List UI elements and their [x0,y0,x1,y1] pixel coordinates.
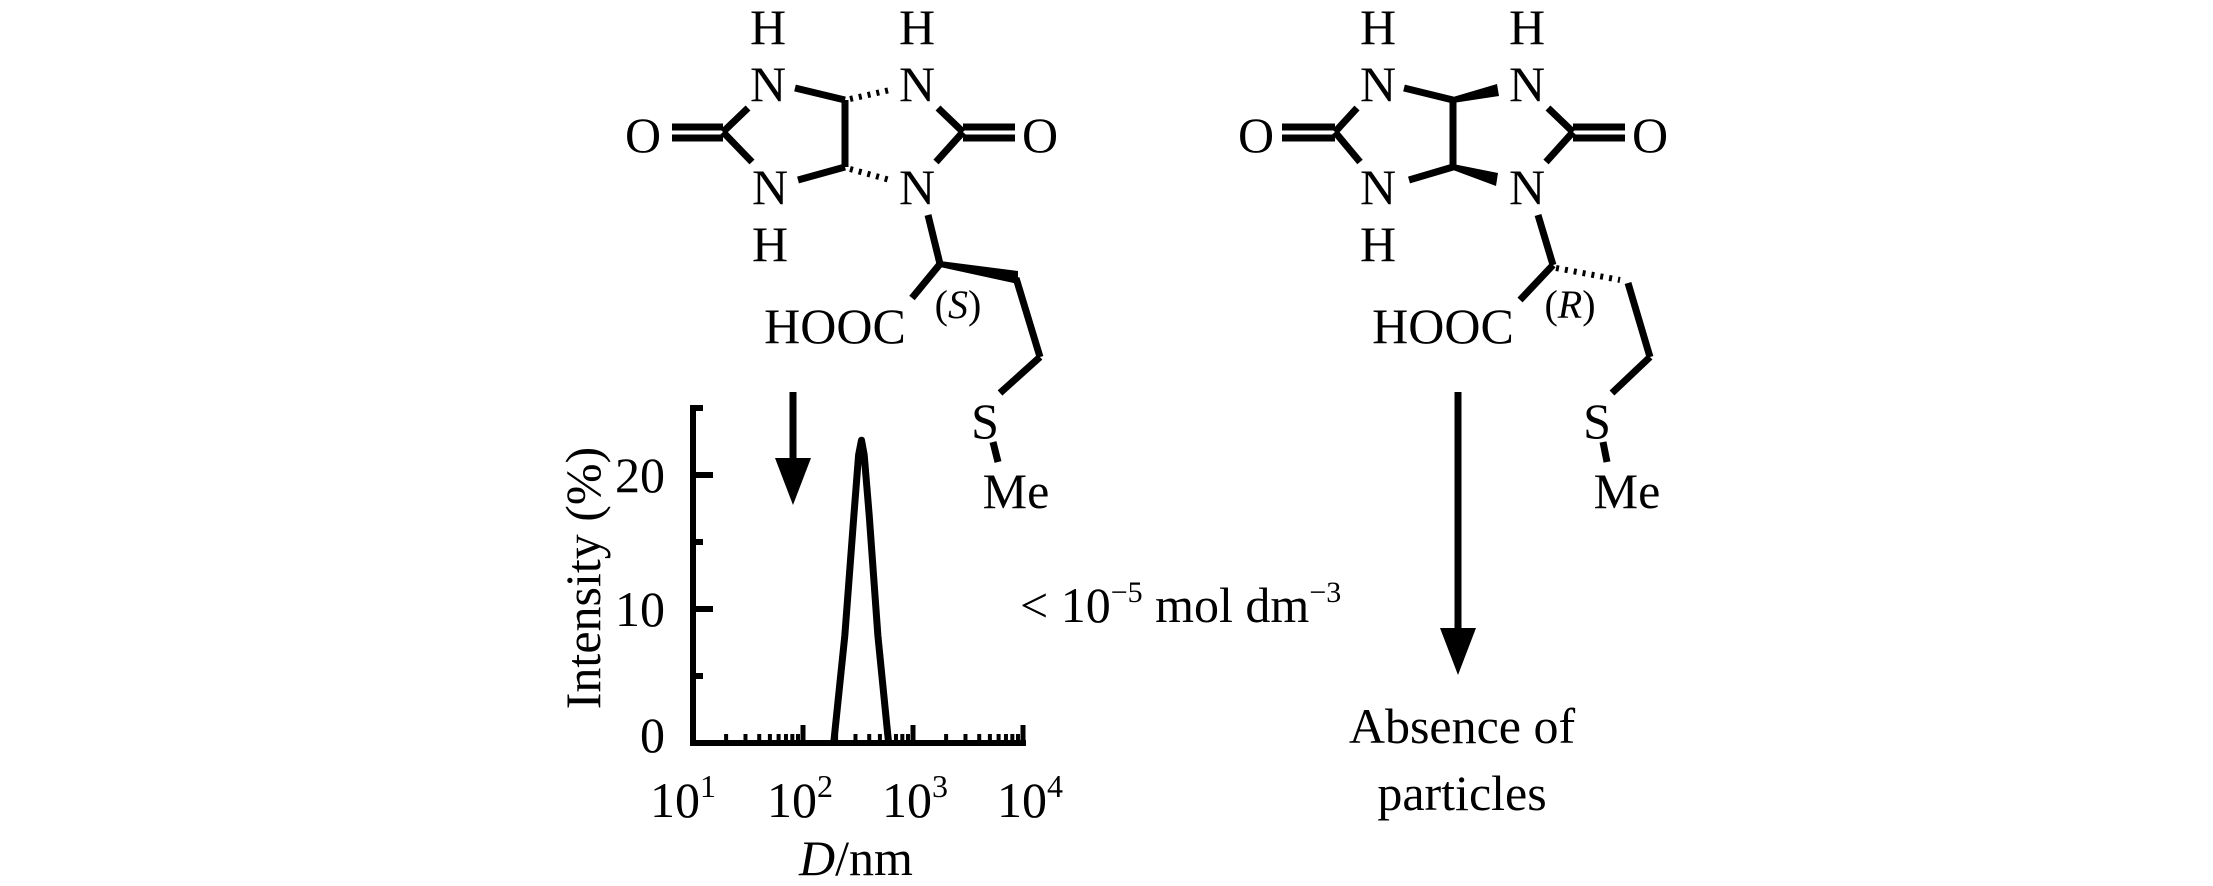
atom-o: O [1632,107,1668,163]
atom-n: N [899,159,935,215]
bonds [672,84,1044,463]
conc-exp2: −3 [1309,576,1341,609]
atom-o: O [625,107,661,163]
atom-h: H [1509,0,1545,55]
result-line-2: particles [1377,765,1546,821]
atom-me: Me [1594,463,1661,519]
y-tick-label: 10 [615,581,665,637]
molecule-s: H N H N O O N H N HOOC (S) S Me [625,0,1058,519]
atom-n: N [899,56,935,112]
x-tick-label: 104 [997,768,1063,828]
wedge-bond [1453,84,1499,103]
atom-me: Me [983,463,1050,519]
x-tick-label: 102 [767,768,833,828]
atom-n: N [1509,159,1545,215]
result-line-1: Absence of [1349,698,1576,754]
stereo-descriptor: (S) [935,282,982,327]
atom-n: N [750,56,786,112]
atom-hooc: HOOC [1372,298,1514,354]
dls-chart: 0 10 20 101 102 103 104 D/nm Intensity (… [555,405,1063,886]
stereo-letter: R [1557,282,1582,327]
y-axis-label: Intensity (%) [555,447,611,709]
x-axis-label: D/nm [798,830,913,886]
conc-unit: mol dm [1143,577,1310,633]
atom-s: S [971,393,999,449]
arrow-down-left [775,392,811,505]
x-tick-label: 101 [650,768,716,828]
atom-h: H [750,0,786,55]
conc-exp1: −5 [1111,576,1143,609]
bonds [1282,84,1654,463]
stereo-letter: S [948,282,968,327]
wedge-bond [1453,164,1498,186]
atom-o: O [1238,107,1274,163]
atom-hooc: HOOC [764,298,906,354]
conc-prefix: < 10 [1020,577,1111,633]
stereo-descriptor: (R) [1544,282,1595,327]
series-line [830,436,893,744]
concentration-label: < 10−5 mol dm−3 [1020,576,1341,633]
y-tick-label: 0 [640,707,665,763]
atom-h: H [1360,216,1396,272]
atom-n: N [1360,56,1396,112]
atom-n: N [1509,56,1545,112]
atom-n: N [1360,159,1396,215]
atom-n: N [752,159,788,215]
x-tick-label: 103 [882,768,948,828]
molecule-r: H N H N O O N H N HOOC (R) S Me [1238,0,1668,519]
arrow-down-right [1440,392,1476,675]
y-tick-label: 20 [615,447,665,503]
atom-s: S [1583,393,1611,449]
atom-h: H [752,216,788,272]
atom-h: H [1360,0,1396,55]
axis-ticks [690,405,1026,746]
atom-o: O [1022,107,1058,163]
wedge-bond [940,261,1018,284]
atom-h: H [899,0,935,55]
